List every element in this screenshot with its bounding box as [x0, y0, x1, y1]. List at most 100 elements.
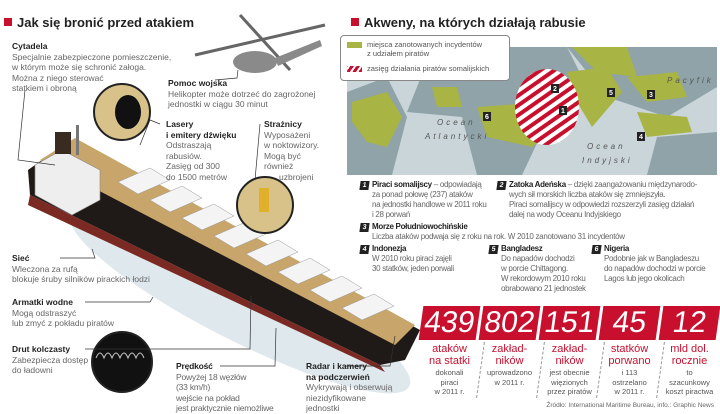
- stat-label: na statki: [429, 355, 470, 367]
- callout-label: Sieć: [12, 253, 30, 263]
- stat-note: i 113: [621, 368, 638, 377]
- stat-note: koszt piractwa: [665, 387, 714, 396]
- item-sep: –: [565, 180, 574, 189]
- item-title: Zatoka Adeńska: [509, 180, 566, 189]
- callout-label: Pomoc wojska: [168, 78, 228, 88]
- ship-mast: [76, 125, 79, 155]
- callout-text: blokuje śruby silników pirackich łodzi: [12, 274, 150, 284]
- item-number: 4: [359, 245, 370, 254]
- stat-label: ataków: [432, 343, 467, 355]
- item-number: 1: [359, 181, 370, 190]
- bullet-square-icon: [351, 18, 359, 26]
- callout-text: Zabezpiecza dostęp: [12, 354, 89, 365]
- item-number: 6: [591, 245, 602, 254]
- helicopter-illustration: [194, 13, 326, 73]
- stat-label: porwano: [608, 355, 651, 367]
- callout-text: uzbrojeni: [279, 171, 314, 182]
- callout-siec: Sieć Wleczona za rufą blokuje śruby siln…: [12, 253, 150, 285]
- barbed-wire-inset: [91, 331, 153, 393]
- map-label-indian-2: Indyjski: [582, 156, 633, 165]
- callout-text: jednostki w ciągu 30 minut: [168, 99, 268, 109]
- item-title: Nigeria: [604, 244, 630, 253]
- stat-label: zakład-: [491, 343, 528, 355]
- callout-lines: [17, 69, 396, 367]
- item-text: W rekordowym 2010 roku: [501, 274, 586, 283]
- stat-value: 802: [478, 306, 541, 340]
- stat-value: 45: [598, 306, 661, 340]
- item-text: Podobnie jak w Bangladeszu: [604, 254, 699, 263]
- stat-note: jest obecnie: [549, 368, 590, 377]
- map-marker-4: [637, 132, 645, 141]
- callout-text: w noktowizory.: [264, 140, 320, 150]
- left-title: Jak się bronić przed atakiem: [4, 15, 194, 30]
- item-number: 2: [496, 181, 507, 190]
- map-label-pacific: Pacyfik: [667, 76, 714, 85]
- callout-text: Wykrywają i obserwują: [306, 382, 393, 392]
- stat-label: statków: [610, 343, 649, 355]
- callout-label: Cytadela: [12, 41, 48, 51]
- map-label-atlantic-2: Atlantycki: [424, 132, 489, 141]
- map-marker-1-label: 1: [561, 108, 565, 115]
- item-text: wych sił morskich liczba ataków się zmni…: [509, 190, 666, 199]
- stat-note: dokonali: [435, 368, 464, 377]
- callout-text: w którym może się schronić załoga.: [12, 62, 147, 72]
- ship-illustration: [17, 13, 420, 394]
- item-text: obrabowano 21 jednostek: [501, 284, 586, 293]
- stat-note: uprowadzono: [486, 368, 533, 377]
- item-text: 30 statków, jeden porwali: [372, 264, 454, 273]
- callout-pomoc-wojska: Pomoc wojska Helikopter może dotrzeć do …: [168, 78, 315, 110]
- callout-text: niezidyfikowane: [306, 392, 367, 403]
- callout-text: Wyposażeni: [264, 129, 311, 140]
- map-marker-4-label: 4: [639, 134, 643, 141]
- barbed-wire-icon: [95, 352, 145, 360]
- map-marker-3-label: 3: [649, 92, 653, 99]
- item-text: Piraci somalijscy w odpowiedzi rozszerzy…: [509, 200, 695, 209]
- callout-label: Radar i kamery: [306, 361, 367, 371]
- stat-label: mld dol.: [670, 343, 709, 355]
- map-marker-2-label: 2: [553, 86, 557, 93]
- callout-text: Mogą być: [264, 150, 301, 161]
- item-text: w porcie Chittagong.: [501, 264, 568, 273]
- callout-text: Helikopter może dotrzeć do zagrożonej: [168, 88, 316, 99]
- callout-predkosc: Prędkość Powyżej 18 węzłów (33 km/h) wej…: [176, 361, 274, 414]
- item-title: Bangladesz: [501, 244, 543, 253]
- callout-text: Powyżej 18 węzłów: [176, 371, 247, 382]
- map-marker-6-label: 6: [485, 114, 489, 121]
- callout-label: na podczerwień: [306, 371, 370, 382]
- callout-text: Można z niego sterować: [12, 72, 104, 83]
- left-title-text: Jak się bronić przed atakiem: [17, 15, 195, 30]
- item-text: Lagos lub jego okolicach: [604, 274, 685, 283]
- callout-label: Strażnicy: [264, 119, 302, 129]
- item-sep: –: [431, 180, 440, 189]
- callout-text: jednostki: [306, 403, 340, 413]
- sound-emitter-icon: [115, 95, 141, 129]
- callout-text: rabusiów.: [166, 150, 202, 161]
- legend-swatch-hatch: [347, 66, 362, 72]
- callout-label: i emitery dźwięku: [166, 129, 237, 140]
- callout-text: Specjalnie zabezpieczone pomieszczenie,: [12, 51, 172, 62]
- callout-text: Mogą odstraszyć: [12, 307, 77, 318]
- map-label-indian-1: Ocean: [587, 142, 626, 151]
- stat-note: więzionych: [551, 377, 588, 387]
- callout-text: jest praktycznie niemożliwe: [176, 403, 274, 413]
- stat-label: ników: [495, 355, 524, 367]
- item-text: W 2010 roku piraci zajęli: [372, 254, 452, 263]
- legend-text: z udziałem piratów: [367, 49, 430, 58]
- map-marker-2: [551, 84, 559, 93]
- callout-armatki: Armatki wodne Mogą odstraszyć lub zmyć z…: [12, 297, 114, 329]
- callout-cytadela: Cytadela Specjalnie zabezpieczone pomies…: [12, 41, 171, 94]
- somali-pirate-range: [515, 69, 579, 145]
- callout-text: do ładowni: [12, 365, 53, 375]
- ship-waterline: [28, 195, 385, 372]
- callout-text: Odstraszają: [166, 140, 212, 150]
